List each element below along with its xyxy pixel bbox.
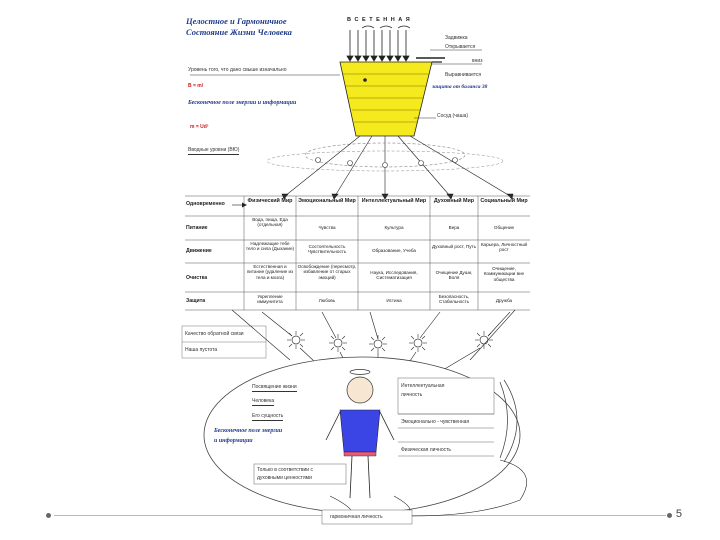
physical-personality: Физическая личность <box>401 447 451 453</box>
life-dedication-label: Посвящение жизни <box>252 384 297 392</box>
cell-movement-social: Карьера, Личностный рост <box>480 242 528 253</box>
protection-label: защита от баланса 38 <box>432 84 488 90</box>
infinite-field-label: Бесконечное поле энергии и информации <box>188 100 297 106</box>
cell-protection-social: Дружба <box>495 298 513 303</box>
person-head <box>346 376 374 404</box>
spiritual-values-note-1: Только в соответствии с <box>257 467 313 473</box>
spiritual-values-note-2: духовными ценностями <box>257 475 312 481</box>
col-spiritual: Духовный Мир <box>433 198 475 204</box>
title-line-1: Целостное и Гармоничное <box>186 16 287 26</box>
row-protection: Защита <box>186 298 206 304</box>
cell-movement-spiritual: Духовный рост, Путь <box>431 244 477 249</box>
cell-protection-physical: Укрепление иммунитета <box>257 294 283 305</box>
matrix-table-grid <box>185 195 530 311</box>
field-label-line1: Бесконечное поле энергии <box>214 428 283 434</box>
mark-1: В = m/ <box>188 83 204 89</box>
intellectual-personality-2: личность <box>401 392 423 398</box>
cell-nutrition-social: Общение <box>493 225 515 230</box>
cell-movement-physical: Надлежащие тебе тело и сила (Дыхание) <box>245 241 295 252</box>
col-intellectual: Интеллектуальный Мир <box>361 198 427 204</box>
energy-nodes <box>287 331 493 353</box>
col-physical: Физический Мир <box>247 198 293 204</box>
person-torso <box>339 409 381 453</box>
opens-label: Открывается <box>445 44 476 50</box>
gate-label: Задвижка <box>445 35 468 41</box>
page-number: 5 <box>675 508 682 520</box>
title-line-2: Состояние Жизни Человека <box>186 27 292 37</box>
field-label-line2: и информации <box>214 438 253 444</box>
row-nutrition: Питание <box>186 225 208 231</box>
cell-cleansing-spiritual: Очищение Души, Воля <box>435 270 473 281</box>
feedback-quality-label: Качество обратной связи <box>185 331 244 337</box>
person-label: Человека <box>252 398 275 406</box>
cell-cleansing-physical: Естественная и питание (удаление из тела… <box>246 264 294 280</box>
level-text: Уровень того, что дано свыше изначально <box>188 67 287 73</box>
emotional-personality: Эмоционально - чувственная <box>401 419 470 425</box>
intellectual-personality-1: Интеллектуальная <box>401 383 445 389</box>
our-void-label: Наша пустота <box>185 347 218 353</box>
vessel-label: Сосуд (чаша) <box>437 113 469 119</box>
row-movement: Движение <box>186 248 212 254</box>
entry-levels-label: Вводные уровни (ВЮ) <box>188 147 240 155</box>
table-corner: Одновременно <box>186 201 225 207</box>
levels-label: Выравнивается <box>445 72 482 78</box>
mark-2: m = Ud² <box>190 124 209 130</box>
spectrum-label: В С Е Т Е Н Н А Я <box>347 17 411 23</box>
cell-nutrition-emotional: Чувства <box>318 225 336 230</box>
cell-cleansing-social: Очищение, Коммуникации вне общества <box>483 266 525 282</box>
down-label: вниз <box>472 58 483 64</box>
cell-nutrition-intellectual: Культура <box>384 225 404 230</box>
cell-nutrition-physical: Вода, пища, Еда (отдельная) <box>252 217 288 228</box>
cell-protection-emotional: Любовь <box>318 298 336 303</box>
slide-bullet-right <box>667 513 672 518</box>
slide-bullet-left <box>46 513 51 518</box>
essence-label: Его сущность <box>252 413 284 421</box>
cell-movement-emotional: Состоятельность Чувствительность <box>307 244 347 255</box>
cell-movement-intellectual: Образование, Учеба <box>372 248 416 253</box>
col-social: Социальный Мир <box>480 198 528 204</box>
cell-cleansing-emotional: Освобождение (пересмотр, избавление от с… <box>297 264 357 280</box>
cell-cleansing-intellectual: Наука, Исследования, Систематизация <box>370 270 418 281</box>
cell-protection-intellectual: Истина <box>386 298 402 303</box>
harmonic-personality-label: гармоничная личность <box>330 514 383 520</box>
col-emotional: Эмоциональный Мир <box>298 198 356 204</box>
row-cleansing: Очистка <box>186 275 208 281</box>
cell-protection-spiritual: Безопасность, Стабильность <box>438 294 470 305</box>
vessel-bowl <box>339 61 433 137</box>
cell-nutrition-spiritual: Вера <box>448 225 460 230</box>
